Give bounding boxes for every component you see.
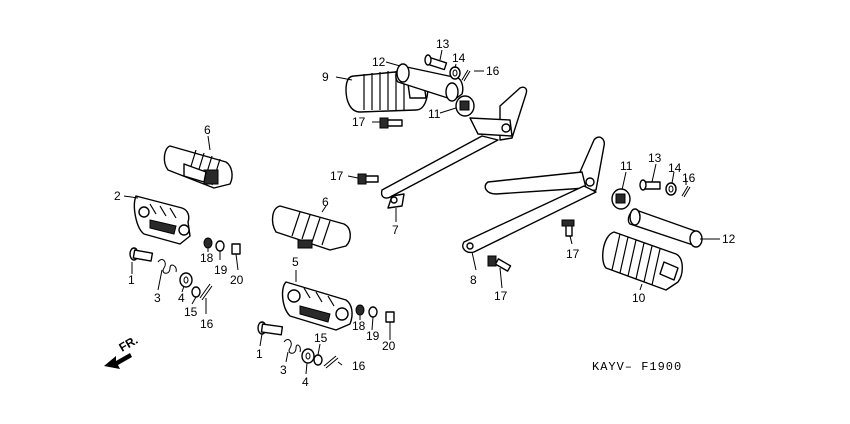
front-direction-arrow: FR. <box>104 333 140 369</box>
callout: 12 <box>372 55 386 69</box>
callout: 14 <box>668 161 682 175</box>
callout: 13 <box>436 37 450 51</box>
footpeg-2 <box>133 195 191 245</box>
callout: 6 <box>322 195 329 209</box>
callout: 19 <box>214 263 228 277</box>
bolt-17-d <box>487 255 512 272</box>
cotter-pin-16-upper <box>461 69 471 82</box>
pin-1-left <box>129 247 154 262</box>
step-rubber-6-left <box>163 145 233 189</box>
callout: 19 <box>366 329 380 343</box>
callout: 16 <box>352 359 366 373</box>
callout: 3 <box>154 291 161 305</box>
washer-4-center <box>301 348 315 364</box>
callout: 18 <box>200 251 214 265</box>
spring-washer-11-right <box>611 188 631 210</box>
callout: 2 <box>114 189 121 203</box>
step-rubber-6-center <box>271 205 351 251</box>
step-bracket-8 <box>462 136 606 254</box>
bolt-13-upper <box>424 54 448 71</box>
callout: 7 <box>392 223 399 237</box>
spring-washer-11-upper <box>455 95 475 117</box>
washer-14-upper <box>449 66 461 80</box>
spring-3-left <box>157 259 177 274</box>
callout: 13 <box>648 151 662 165</box>
callout: 16 <box>682 171 696 185</box>
pin-15-left <box>191 286 201 298</box>
callout: 9 <box>322 70 329 84</box>
step-bracket-7 <box>380 86 528 209</box>
cotter-pin-16-center <box>323 355 339 369</box>
callout: 20 <box>230 273 244 287</box>
callout: 4 <box>178 291 185 305</box>
leader-lines <box>123 49 720 375</box>
callout: 5 <box>292 255 299 269</box>
bolt-set-18-19-20-center <box>355 304 395 323</box>
callout: 17 <box>352 115 366 129</box>
callout: 1 <box>256 347 263 361</box>
bolt-17-c <box>561 219 575 237</box>
callout: 14 <box>452 51 466 65</box>
callout: 16 <box>486 64 500 78</box>
rider-footpeg-rubber-10 <box>602 231 683 291</box>
footpeg-5 <box>281 281 353 331</box>
diagram-code: KAYV– F1900 <box>592 360 682 374</box>
washer-14-right <box>665 182 677 196</box>
callout: 15 <box>314 331 328 345</box>
bolt-13-right <box>639 179 661 191</box>
callout: 18 <box>352 319 366 333</box>
callout: 11 <box>620 159 633 173</box>
callout: 20 <box>382 339 396 353</box>
footpeg-pipe-12 <box>395 63 464 102</box>
cotter-pin-16-right <box>681 185 691 198</box>
bolt-17-a <box>379 117 403 129</box>
callout: 1 <box>128 273 135 287</box>
callout: 17 <box>330 169 344 183</box>
callout: 8 <box>470 273 477 287</box>
callout: 3 <box>280 363 287 377</box>
callout: 15 <box>184 305 198 319</box>
washer-4-left <box>179 272 193 288</box>
callout: 16 <box>200 317 214 331</box>
front-label: FR. <box>117 333 141 355</box>
callout: 12 <box>722 232 736 246</box>
pin-1-center <box>257 321 284 336</box>
callout: 6 <box>204 123 211 137</box>
pin-15-center <box>313 354 323 366</box>
callout-labels: 9 12 13 14 16 17 11 6 17 7 2 6 11 13 14 … <box>114 37 736 389</box>
footpeg-pipe-12-right <box>627 208 703 248</box>
callout: 10 <box>632 291 646 305</box>
spring-3-center <box>283 339 301 354</box>
cotter-pin-16-left <box>199 283 213 301</box>
callout: 17 <box>494 289 508 303</box>
callout: 4 <box>302 375 309 389</box>
callout: 17 <box>566 247 580 261</box>
callout: 11 <box>428 107 441 121</box>
bolt-17-b <box>357 173 379 185</box>
